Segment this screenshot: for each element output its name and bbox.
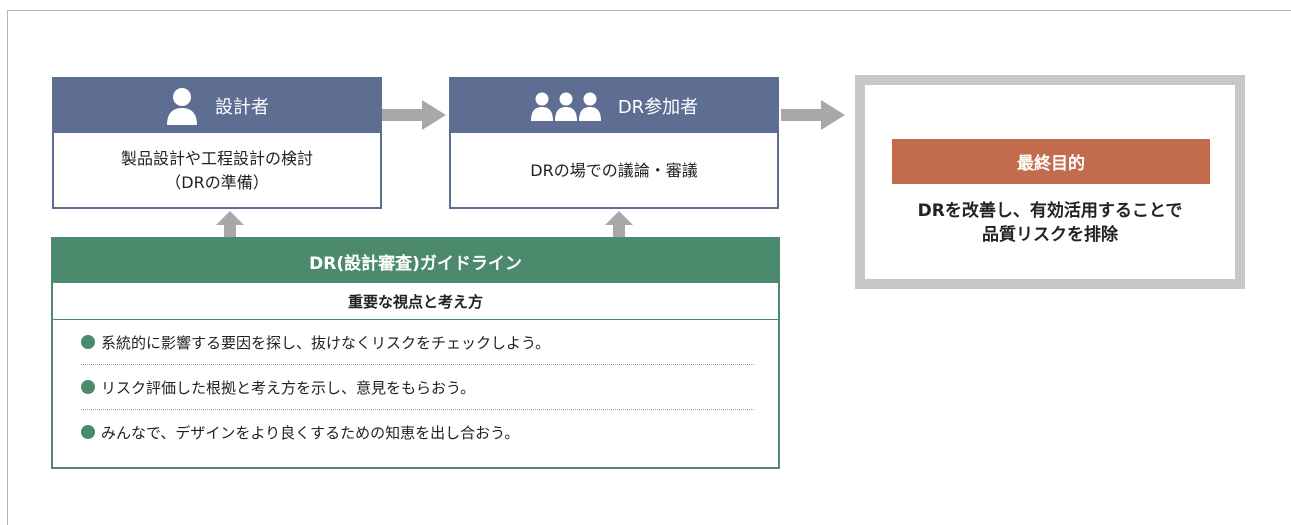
guideline-item: みんなで、デザインをより良くするための知恵を出し合おう。	[81, 410, 754, 454]
goal-box: 最終目的 DRを改善し、有効活用することで 品質リスクを排除	[855, 75, 1245, 289]
arrow-right-icon	[781, 100, 845, 130]
goal-title: 最終目的	[892, 139, 1210, 184]
participant-body: DRの場での議論・審議	[451, 133, 777, 209]
designer-task-line1: 製品設計や工程設計の検討	[120, 149, 313, 168]
guideline-item-text: みんなで、デザインをより良くするための知恵を出し合おう。	[101, 423, 520, 442]
person-icon	[167, 88, 197, 125]
bullet-icon	[81, 335, 95, 349]
goal-text: DRを改善し、有効活用することで 品質リスクを排除	[865, 199, 1235, 247]
participant-task: DRの場での議論・審議	[530, 161, 698, 180]
goal-text-line2: 品質リスクを排除	[982, 225, 1118, 245]
designer-title: 設計者	[215, 97, 269, 118]
participant-box: DR参加者 DRの場での議論・審議	[449, 77, 779, 209]
guideline-item-text: 系統的に影響する要因を探し、抜けなくリスクをチェックしよう。	[101, 333, 551, 352]
goal-text-line1: DRを改善し、有効活用することで	[917, 201, 1183, 221]
arrow-right-icon	[382, 100, 446, 130]
guideline-item: 系統的に影響する要因を探し、抜けなくリスクをチェックしよう。	[81, 320, 754, 365]
designer-body: 製品設計や工程設計の検討 （DRの準備）	[54, 133, 380, 209]
designer-box: 設計者 製品設計や工程設計の検討 （DRの準備）	[52, 77, 382, 209]
participant-title: DR参加者	[617, 97, 699, 118]
guideline-title: DR(設計審査)ガイドライン	[53, 239, 778, 283]
guideline-item: リスク評価した根拠と考え方を示し、意見をもらおう。	[81, 365, 754, 410]
arrow-up-icon	[605, 211, 633, 238]
guideline-list: 系統的に影響する要因を探し、抜けなくリスクをチェックしよう。 リスク評価した根拠…	[53, 320, 778, 454]
participant-header: DR参加者	[451, 79, 777, 133]
guideline-box: DR(設計審査)ガイドライン 重要な視点と考え方 系統的に影響する要因を探し、抜…	[51, 237, 780, 469]
group-icon	[530, 92, 601, 121]
arrow-up-icon	[216, 211, 244, 238]
designer-task-line2: （DRの準備）	[165, 173, 269, 192]
bullet-icon	[81, 380, 95, 394]
designer-header: 設計者	[54, 79, 380, 133]
guideline-subtitle: 重要な視点と考え方	[53, 283, 778, 320]
guideline-item-text: リスク評価した根拠と考え方を示し、意見をもらおう。	[101, 378, 476, 397]
bullet-icon	[81, 425, 95, 439]
